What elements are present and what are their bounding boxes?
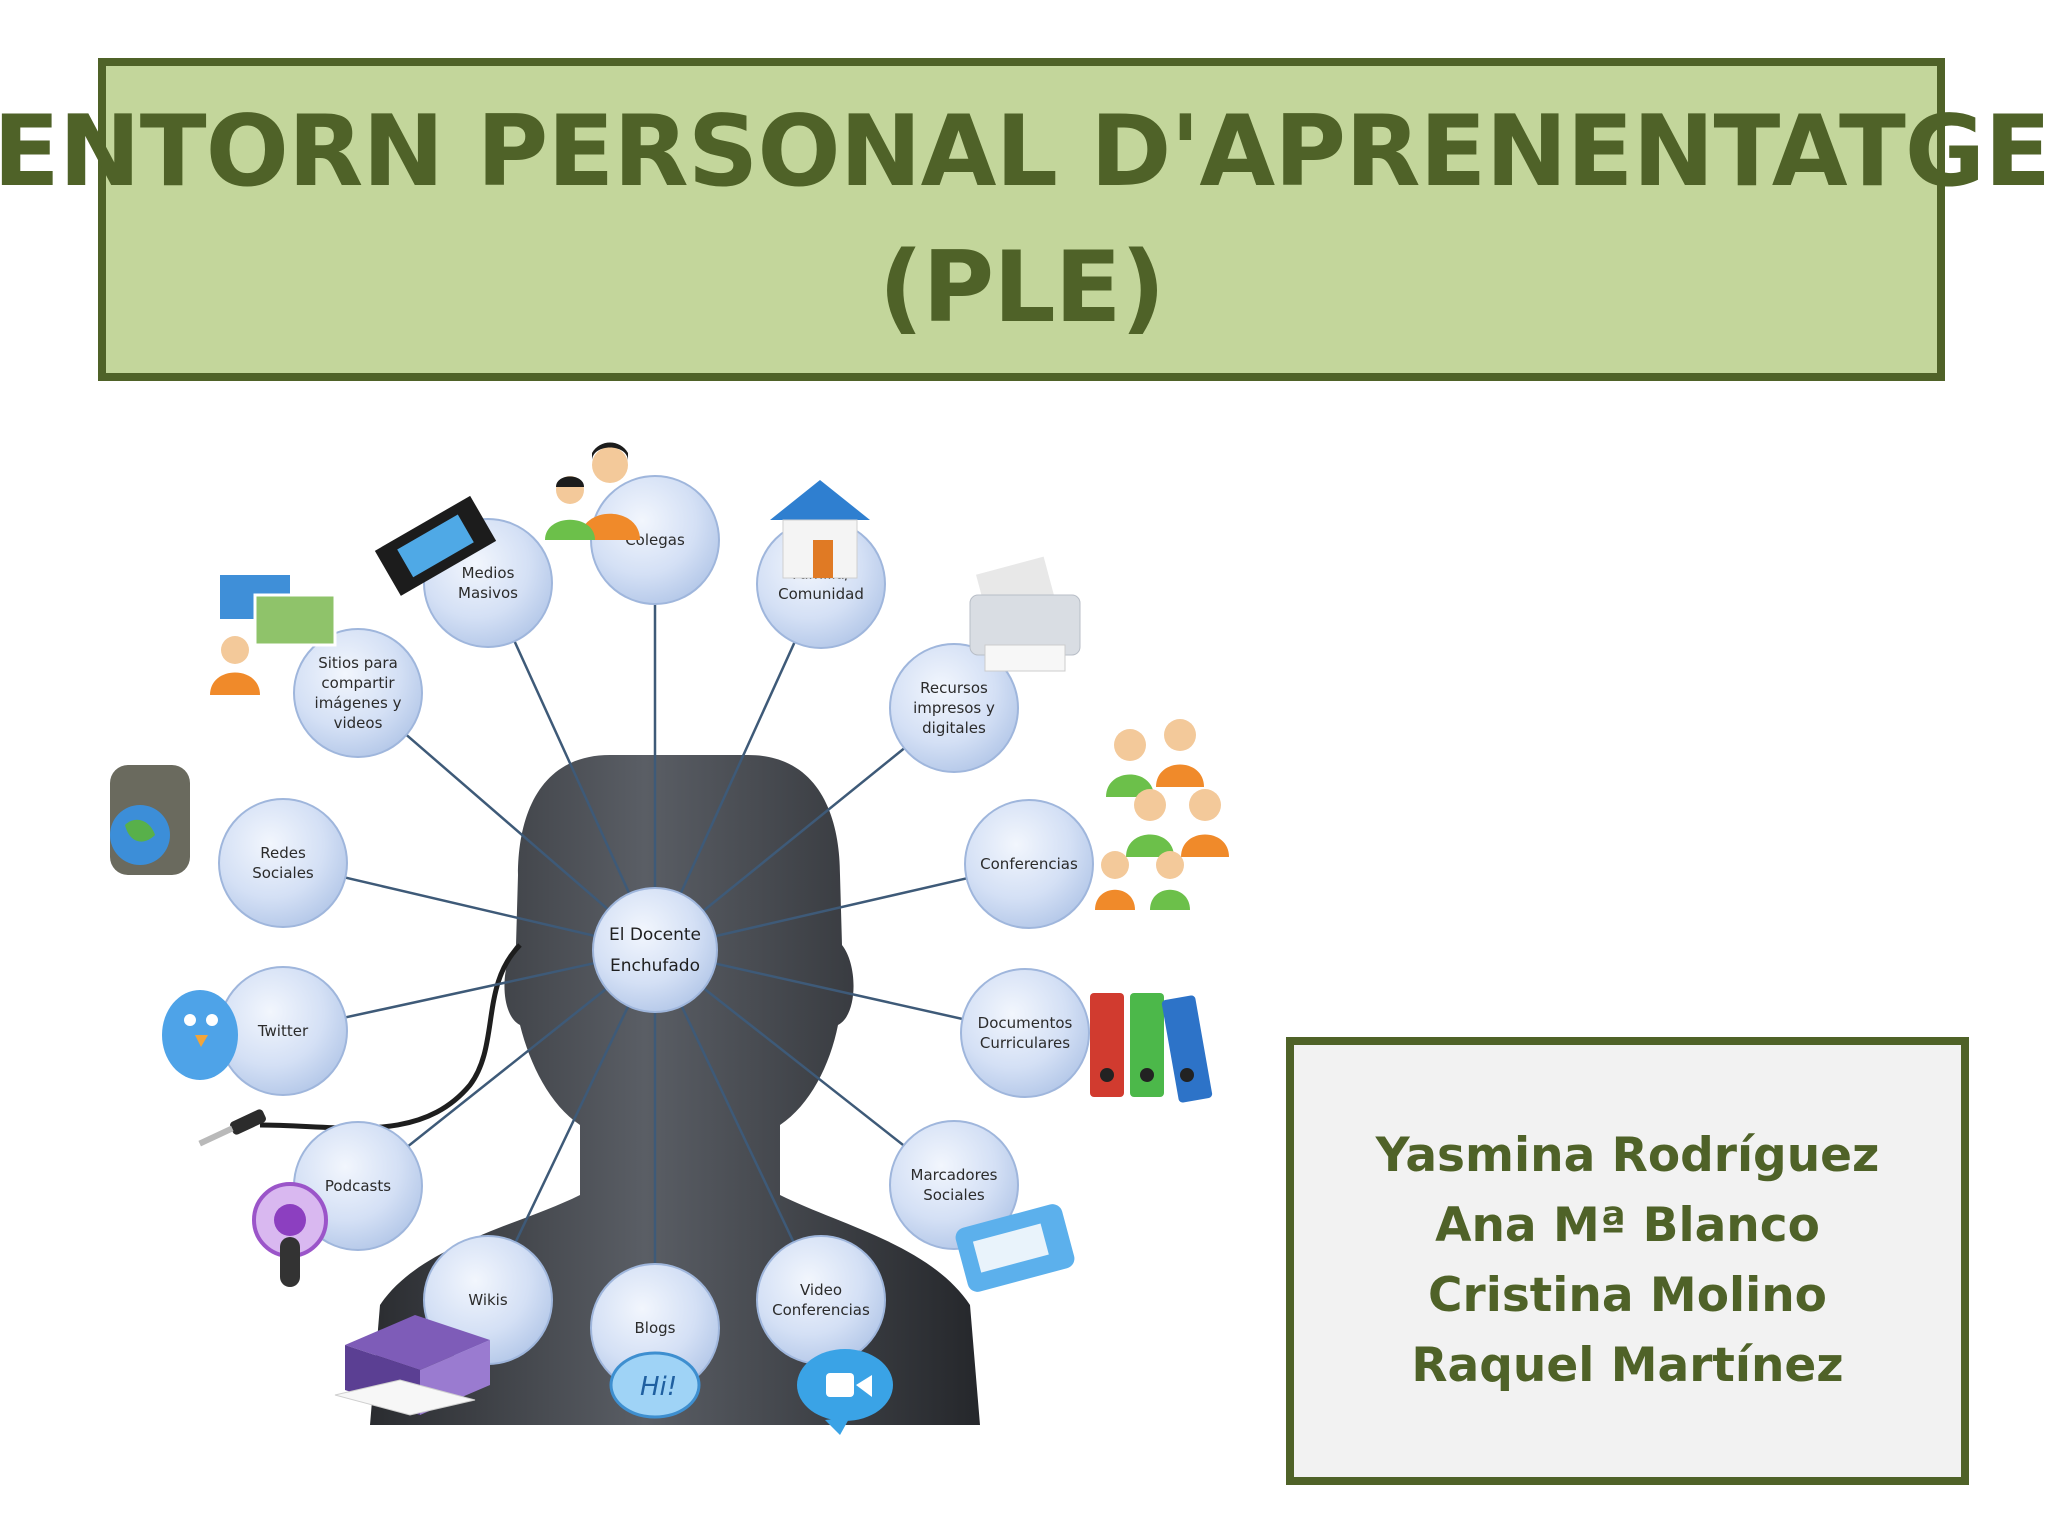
- node-sitios: Sitios para compartir imágenes y videos: [293, 628, 423, 758]
- spoke-familia: [653, 583, 823, 951]
- authors-box: Yasmina Rodríguez Ana Mª Blanco Cristina…: [1286, 1037, 1969, 1485]
- podcast-icon: [252, 1182, 328, 1287]
- printer-icon: [969, 556, 1081, 672]
- node-label-video-1: Conferencias: [772, 1301, 870, 1319]
- author-3: Cristina Molino: [1428, 1268, 1827, 1323]
- node-label-recursos-1: impresos y: [913, 699, 995, 717]
- binders-icon: [1090, 993, 1213, 1103]
- node-label-medios-1: Masivos: [458, 584, 518, 602]
- backpack-globe-icon: [110, 765, 190, 875]
- node-circle-video: [756, 1235, 886, 1365]
- house-icon: [770, 480, 870, 579]
- node-label-marcadores-0: Marcadores: [911, 1166, 998, 1184]
- node-label-sitios-1: compartir: [321, 674, 395, 692]
- node-circle-recursos: [889, 643, 1019, 773]
- node-label-marcadores-1: Sociales: [923, 1186, 985, 1204]
- bird-icon: [162, 990, 238, 1080]
- author-1: Yasmina Rodríguez: [1375, 1128, 1880, 1183]
- film-strip-icon: [374, 495, 497, 596]
- spoke-medios: [486, 582, 657, 951]
- node-label-colegas-0: Colegas: [625, 531, 685, 549]
- tag-icon: [955, 1204, 1075, 1292]
- node-label-blogs-0: Blogs: [635, 1319, 676, 1337]
- node-label-documentos-0: Documentos: [978, 1014, 1073, 1032]
- author-2: Ana Mª Blanco: [1435, 1198, 1820, 1253]
- author-4: Raquel Martínez: [1411, 1338, 1844, 1393]
- node-label-video-0: Video: [800, 1281, 842, 1299]
- headphone-cable: [259, 943, 522, 1131]
- node-label-sitios-2: imágenes y: [315, 694, 402, 712]
- node-label-podcasts-0: Podcasts: [325, 1177, 391, 1195]
- node-circle-documentos: [960, 968, 1090, 1098]
- node-recursos: Recursos impresos y digitales: [889, 643, 1019, 773]
- video-call-icon: [797, 1349, 893, 1435]
- node-label-medios-0: Medios: [462, 564, 515, 582]
- node-circle-conferencias: [964, 799, 1094, 929]
- photos-icon: [210, 575, 337, 695]
- node-label-twitter-0: Twitter: [257, 1022, 309, 1040]
- node-label-conferencias-0: Conferencias: [980, 855, 1078, 873]
- page-title-line-2: (PLE): [878, 230, 1166, 345]
- node-label-redes-0: Redes: [260, 844, 306, 862]
- node-label-recursos-0: Recursos: [920, 679, 988, 697]
- svg-text:Hi!: Hi!: [640, 1372, 677, 1402]
- node-label-sitios-3: videos: [334, 714, 383, 732]
- spoke-sitios: [357, 692, 656, 951]
- crowd-icon: [1095, 719, 1229, 910]
- ple-diagram: ColegasMediosMasivosFamilia/ComunidadSit…: [110, 442, 1229, 1435]
- node-circle-redes: [218, 798, 348, 928]
- page-title-line-1: ENTORN PERSONAL D'APRENENTATGE: [0, 94, 2048, 209]
- node-conferencias: Conferencias: [964, 799, 1094, 929]
- node-label-recursos-2: digitales: [922, 719, 986, 737]
- node-colegas: Colegas: [590, 475, 720, 605]
- node-label-documentos-1: Curriculares: [980, 1034, 1070, 1052]
- center-label-line-1: El Docente: [609, 925, 701, 945]
- node-label-familia-1: Comunidad: [778, 585, 864, 603]
- node-label-wikis-0: Wikis: [468, 1291, 508, 1309]
- audio-jack-icon: [198, 1109, 266, 1147]
- node-twitter: Twitter: [218, 966, 348, 1096]
- people-icon: [545, 442, 640, 540]
- title-banner: ENTORN PERSONAL D'APRENENTATGE (PLE): [0, 58, 2048, 381]
- center-label-line-2: Enchufado: [610, 956, 700, 976]
- node-circle-marcadores: [889, 1120, 1019, 1250]
- wiki-box-icon: [334, 1315, 490, 1416]
- node-circle-sitios: [293, 628, 423, 758]
- node-label-redes-1: Sociales: [252, 864, 314, 882]
- chat-bubble-icon: Hi!: [609, 1351, 701, 1419]
- center-node: El Docente Enchufado: [592, 887, 718, 1013]
- node-label-sitios-0: Sitios para: [318, 654, 398, 672]
